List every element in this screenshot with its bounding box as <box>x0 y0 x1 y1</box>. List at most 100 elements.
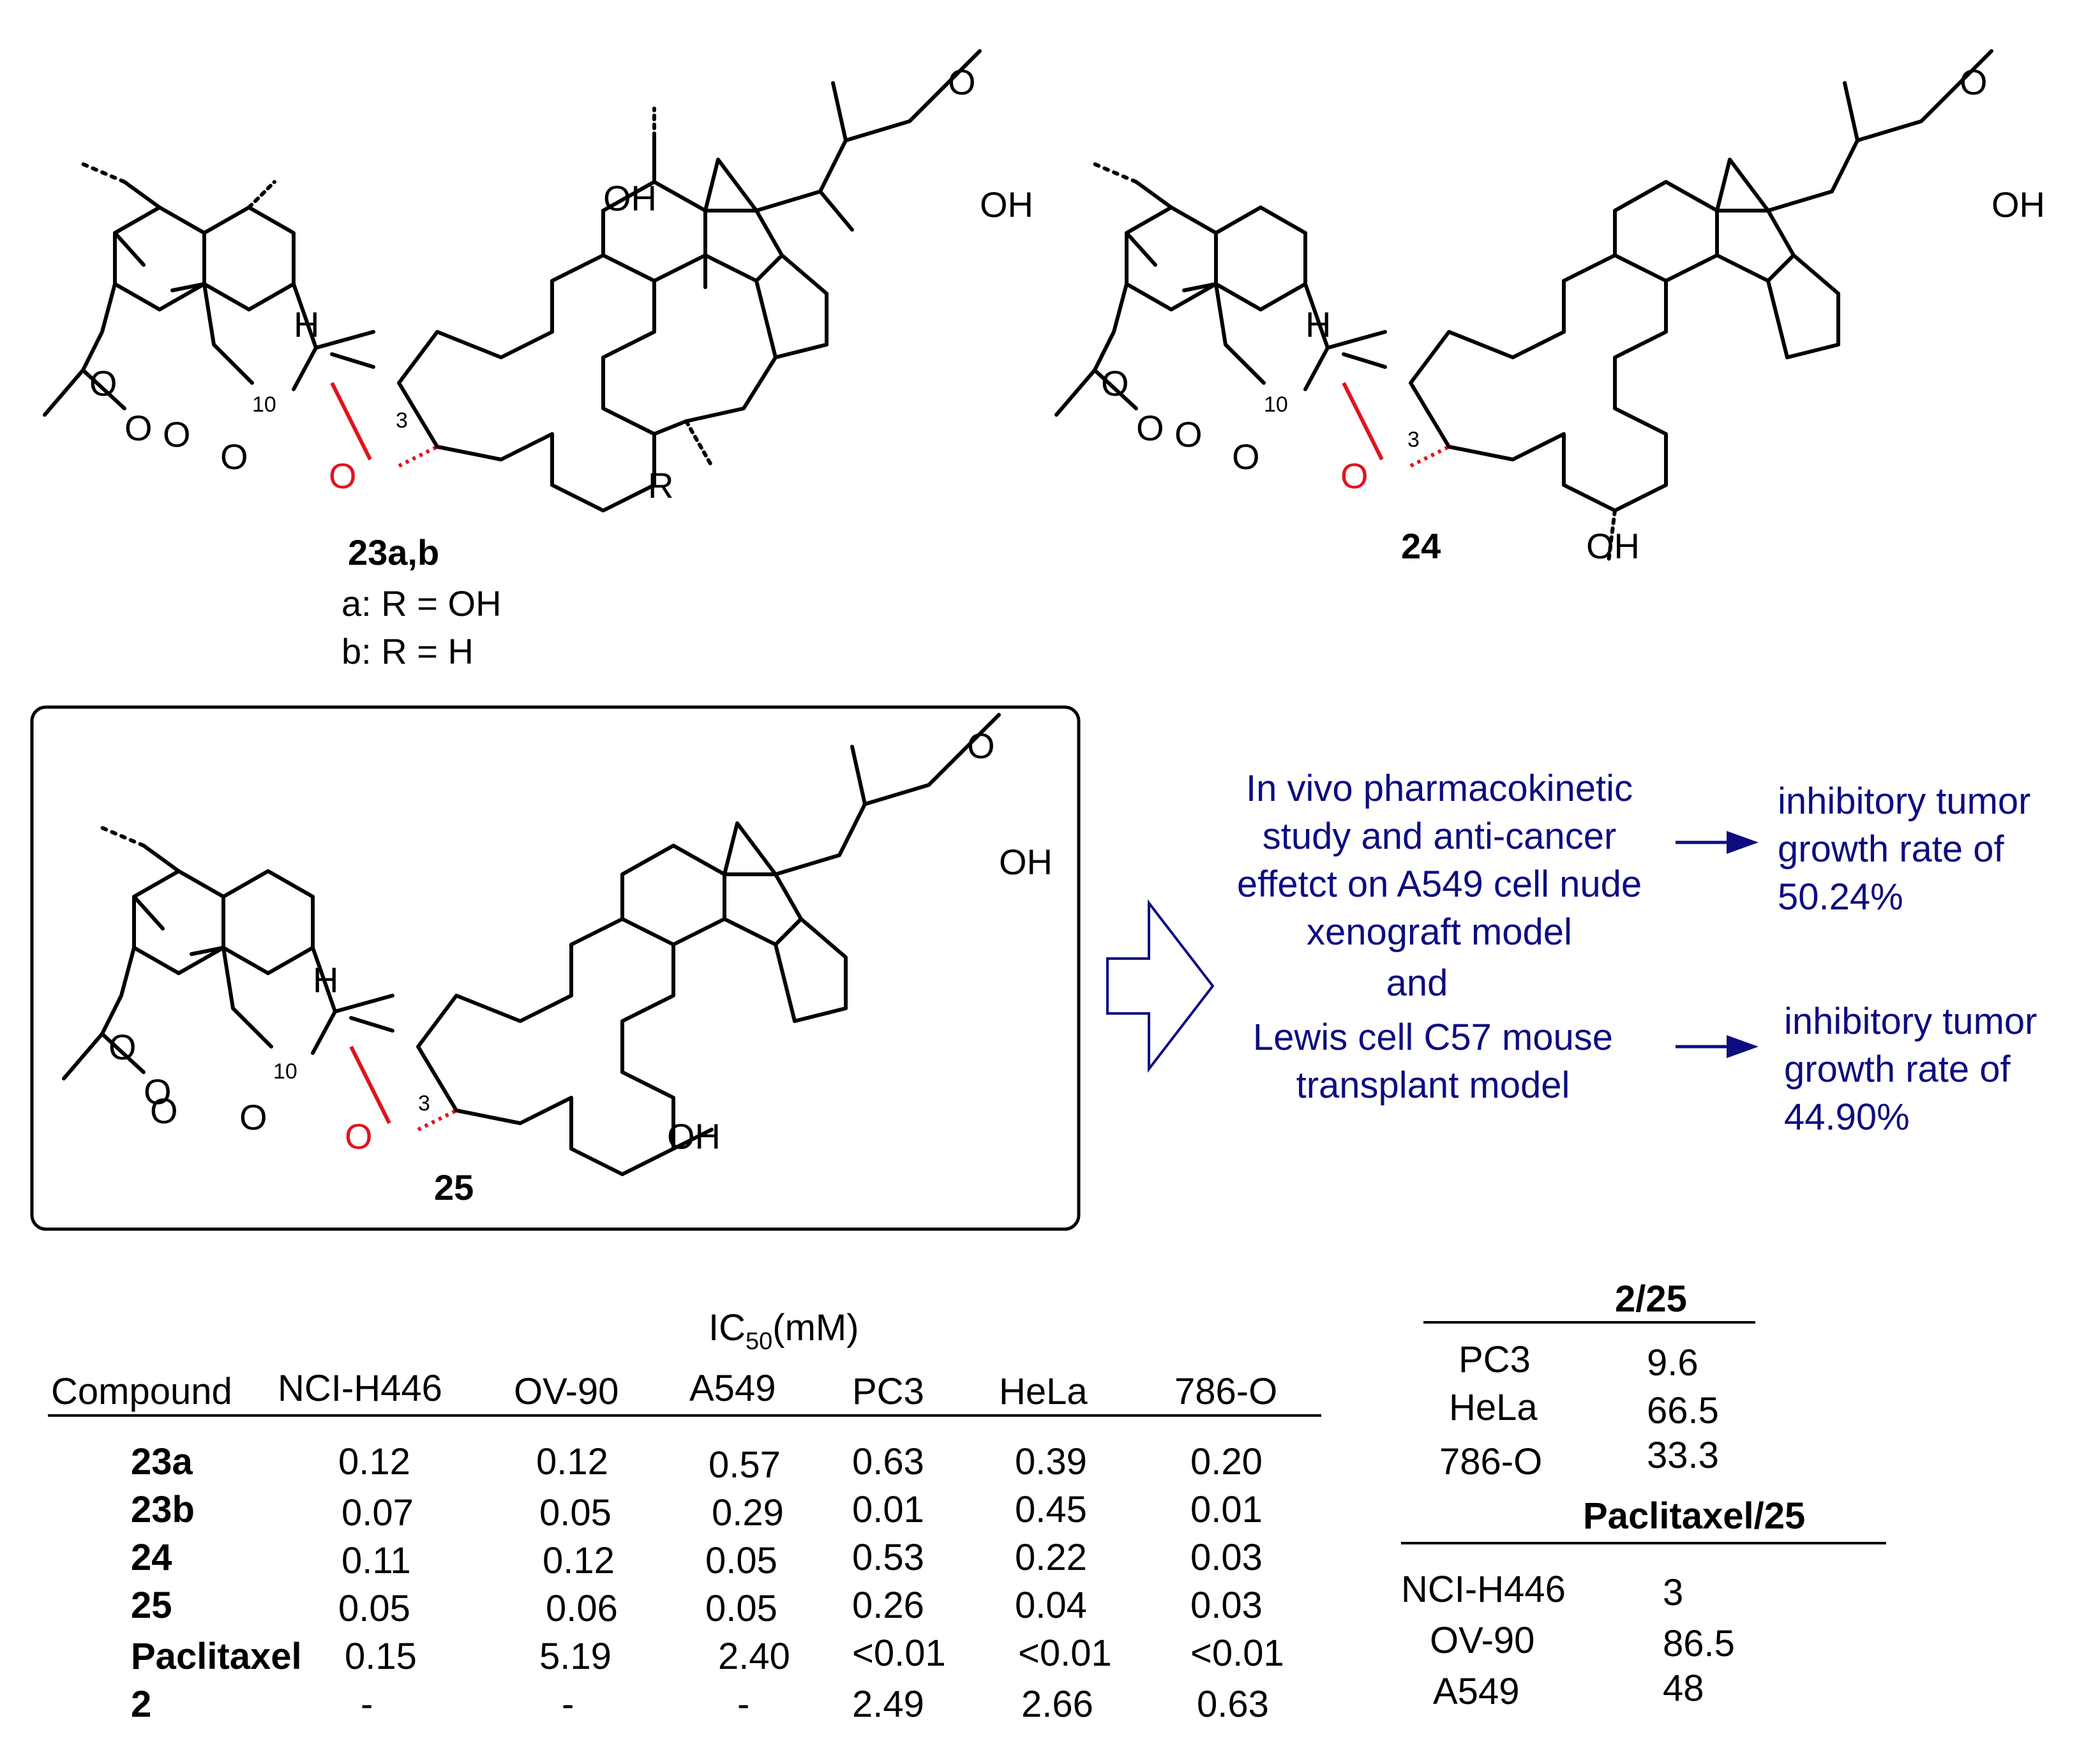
c24-oh-bottom: OH <box>1586 526 1640 566</box>
ratio2-val-ov90: 86.5 <box>1663 1623 1735 1664</box>
compound-24-structure <box>1056 49 1993 564</box>
result1-line-1: inhibitory tumor <box>1778 781 2030 822</box>
c25-oh-bottom: OH <box>667 1116 721 1156</box>
result1-line-3: 50.24% <box>1778 876 1903 918</box>
row-name-23a: 23a <box>131 1441 193 1483</box>
result2-line-1: inhibitory tumor <box>1784 1001 2037 1042</box>
c23-ring-o1: O <box>89 363 117 403</box>
c25-ether-o: O <box>345 1116 373 1156</box>
c23-acid-oh: OH <box>980 184 1033 225</box>
ratio2-cell-nci: NCI-H446 <box>1401 1569 1566 1610</box>
cell: 0.22 <box>1015 1537 1087 1578</box>
study-line-2: study and anti-cancer <box>1263 816 1617 857</box>
result1-arrow-head <box>1727 831 1759 854</box>
cell: 0.04 <box>1015 1585 1087 1626</box>
c24-h: H <box>1305 304 1331 345</box>
compound-23ab-structure <box>45 49 982 512</box>
c25-ring-o2: O <box>144 1072 172 1112</box>
cell: 0.12 <box>543 1540 615 1581</box>
ratio-table-2-25: 2/25 PC3 9.6 HeLa 66.5 786-O 33.3 <box>1423 1278 1755 1483</box>
row-name-25: 25 <box>131 1585 172 1626</box>
ratio1-cell-786o: 786-O <box>1439 1441 1542 1483</box>
study-line-6: Lewis cell C57 mouse <box>1253 1017 1613 1058</box>
c25-ring-o1: O <box>109 1027 137 1067</box>
c25-acid-o: O <box>967 726 995 766</box>
cell: 0.15 <box>345 1636 417 1677</box>
cell: 0.20 <box>1190 1441 1263 1483</box>
ratio2-cell-a549: A549 <box>1433 1671 1519 1712</box>
c23-ring-o4: O <box>220 437 248 477</box>
header-nci-h446: NCI-H446 <box>278 1368 442 1409</box>
c23-acid-o: O <box>948 62 976 102</box>
header-ov-90: OV-90 <box>514 1371 619 1412</box>
cell: 0.03 <box>1190 1585 1263 1626</box>
c23-oh-top: OH <box>603 178 657 218</box>
cell: 0.12 <box>536 1441 608 1483</box>
row-name-paclitaxel: Paclitaxel <box>131 1636 302 1677</box>
cell: 0.05 <box>705 1540 777 1581</box>
c23-r-group: R <box>648 465 673 505</box>
cell: 0.57 <box>709 1444 781 1486</box>
header-786-o: 786-O <box>1174 1371 1277 1412</box>
cell: 0.39 <box>1015 1441 1087 1483</box>
cell: - <box>737 1684 749 1725</box>
ratio1-val-786o: 33.3 <box>1647 1435 1719 1476</box>
c25-h: H <box>313 960 338 1000</box>
row-name-24: 24 <box>131 1537 172 1578</box>
c24-ring-o3: O <box>1174 414 1203 454</box>
c24-pos3: 3 <box>1407 428 1420 452</box>
cell: 2.40 <box>718 1636 790 1677</box>
cell: - <box>361 1684 373 1725</box>
c25-pos10: 10 <box>273 1059 297 1084</box>
cell: 0.03 <box>1190 1537 1263 1578</box>
c24-label: 24 <box>1401 526 1441 566</box>
c25-pos3: 3 <box>418 1091 430 1116</box>
header-pc3: PC3 <box>852 1371 924 1412</box>
header-hela: HeLa <box>999 1371 1088 1412</box>
c23-ring-o3: O <box>163 414 191 454</box>
c23-h: H <box>294 304 319 345</box>
cell: 0.06 <box>546 1588 618 1629</box>
header-a549: A549 <box>689 1368 776 1409</box>
study-line-1: In vivo pharmacokinetic <box>1246 768 1633 809</box>
cell: 0.05 <box>338 1588 410 1629</box>
cell: 5.19 <box>539 1636 611 1677</box>
cell: 0.63 <box>852 1441 924 1483</box>
c24-pos10: 10 <box>1264 392 1288 417</box>
header-compound: Compound <box>51 1371 232 1412</box>
c23-pos3: 3 <box>396 408 408 433</box>
cell: 0.01 <box>852 1489 924 1530</box>
cell: 2.66 <box>1021 1684 1093 1725</box>
c25-label: 25 <box>434 1167 474 1207</box>
c24-ring-o2: O <box>1136 408 1164 448</box>
c23-variant-a: a: R = OH <box>341 583 502 624</box>
ratio1-title: 2/25 <box>1615 1278 1687 1320</box>
ratio2-cell-ov90: OV-90 <box>1430 1620 1534 1661</box>
cell: <0.01 <box>1190 1632 1284 1674</box>
cell: 0.29 <box>712 1492 784 1534</box>
study-line-4: xenograft model <box>1307 911 1572 953</box>
cell: 0.53 <box>852 1537 924 1578</box>
ratio-table-paclitaxel-25: Paclitaxel/25 NCI-H446 3 OV-90 86.5 A549… <box>1401 1495 1886 1712</box>
c24-ring-o4: O <box>1232 437 1260 477</box>
c23-variant-b: b: R = H <box>341 631 474 671</box>
result1-line-2: growth rate of <box>1778 828 2005 870</box>
cell: 0.11 <box>341 1540 411 1581</box>
ic50-table: IC50(mM) Compound NCI-H446 OV-90 A549 PC… <box>48 1307 1321 1725</box>
c24-acid-oh: OH <box>1991 184 2045 225</box>
result2-line-2: growth rate of <box>1784 1049 2011 1090</box>
study-line-5: and <box>1386 962 1448 1004</box>
cell: 0.45 <box>1015 1489 1087 1530</box>
ratio2-val-a549: 48 <box>1663 1668 1704 1709</box>
c24-acid-o: O <box>1960 62 1988 102</box>
ratio2-title: Paclitaxel/25 <box>1583 1495 1805 1537</box>
c25-ring-o3: O <box>150 1091 178 1131</box>
c23-ether-o: O <box>329 456 357 496</box>
ratio1-cell-hela: HeLa <box>1449 1387 1538 1428</box>
cell: 0.07 <box>341 1492 414 1534</box>
cell: <0.01 <box>1018 1632 1112 1674</box>
ratio1-val-hela: 66.5 <box>1647 1390 1719 1431</box>
cell: 0.01 <box>1190 1489 1263 1530</box>
ratio1-cell-pc3: PC3 <box>1459 1339 1531 1380</box>
